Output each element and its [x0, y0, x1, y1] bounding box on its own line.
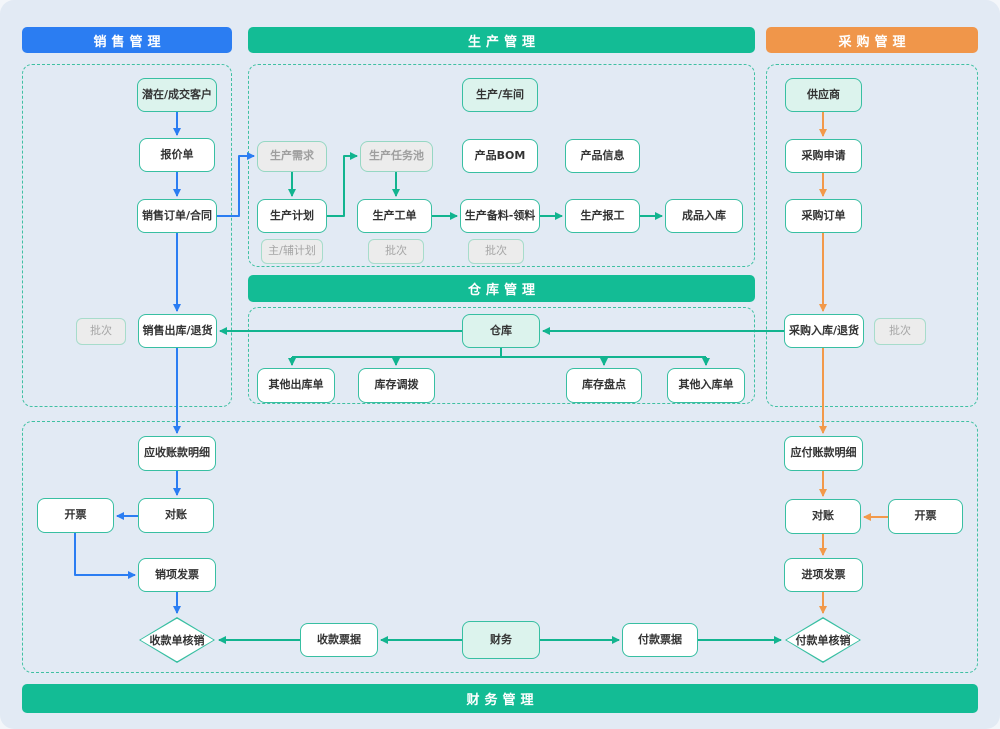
receipt-writeoff: 收款单核销: [139, 617, 215, 663]
supplier: 供应商: [785, 78, 862, 112]
other-inbound: 其他入库单: [667, 368, 745, 403]
reconciliation-purchase: 对账: [785, 499, 861, 534]
header-sales: 销售管理: [22, 27, 232, 53]
purchase-request: 采购申请: [785, 139, 862, 173]
production-workshop: 生产/车间: [462, 78, 538, 112]
header-production: 生产管理: [248, 27, 755, 53]
header-warehouse: 仓库管理: [248, 275, 755, 302]
inventory-count: 库存盘点: [566, 368, 642, 403]
receipt-bill: 收款票据: [300, 623, 378, 657]
finance: 财务: [462, 621, 540, 659]
edge-blue-7: [74, 533, 136, 579]
sales-invoice: 销项发票: [138, 558, 216, 592]
header-purchase: 采购管理: [766, 27, 978, 53]
warehouse-region: [248, 307, 755, 404]
purchase-region: [766, 64, 978, 407]
invoicing-sales: 开票: [37, 498, 114, 533]
potential-customer: 潜在/成交客户: [137, 78, 217, 112]
production-demand: 生产需求: [257, 141, 327, 172]
product-bom: 产品BOM: [462, 139, 538, 173]
production-task-pool: 生产任务池: [360, 141, 433, 172]
input-invoice: 进项发票: [784, 558, 863, 592]
invoicing-purchase: 开票: [888, 499, 963, 534]
main-aux-plan-tag: 主/辅计划: [261, 239, 323, 264]
sales-outbound-return: 销售出库/退货: [138, 314, 217, 348]
batch-tag-material: 批次: [468, 239, 524, 264]
sales-region: [22, 64, 232, 407]
edge-green-10: [327, 152, 358, 217]
finance-region: [22, 421, 978, 673]
payable-details: 应付账款明细: [784, 436, 863, 471]
purchase-inbound-return: 采购入库/退货: [784, 314, 864, 348]
warehouse: 仓库: [462, 314, 540, 348]
production-report: 生产报工: [565, 199, 640, 233]
receipt-writeoff-label: 收款单核销: [149, 634, 205, 647]
production-plan: 生产计划: [257, 199, 327, 233]
payment-writeoff: 付款单核销: [785, 617, 861, 663]
header-finance: 财务管理: [22, 684, 978, 713]
purchase-order: 采购订单: [785, 199, 862, 233]
sales-order-contract: 销售订单/合同: [137, 199, 217, 233]
product-info: 产品信息: [565, 139, 640, 173]
production-material: 生产备料-领料: [460, 199, 540, 233]
production-region: [248, 64, 755, 267]
payment-bill: 付款票据: [622, 623, 698, 657]
receivable-details: 应收账款明细: [138, 436, 216, 471]
production-workorder: 生产工单: [357, 199, 432, 233]
batch-tag-workorder: 批次: [368, 239, 424, 264]
edge-blue-3: [217, 152, 255, 217]
other-outbound: 其他出库单: [257, 368, 335, 403]
quotation: 报价单: [139, 138, 215, 172]
finished-goods-inbound: 成品入库: [665, 199, 743, 233]
inventory-transfer: 库存调拨: [358, 368, 435, 403]
payment-writeoff-label: 付款单核销: [795, 634, 851, 647]
batch-tag-purchase: 批次: [874, 318, 926, 345]
reconciliation-sales: 对账: [138, 498, 214, 533]
batch-tag-sales: 批次: [76, 318, 126, 345]
